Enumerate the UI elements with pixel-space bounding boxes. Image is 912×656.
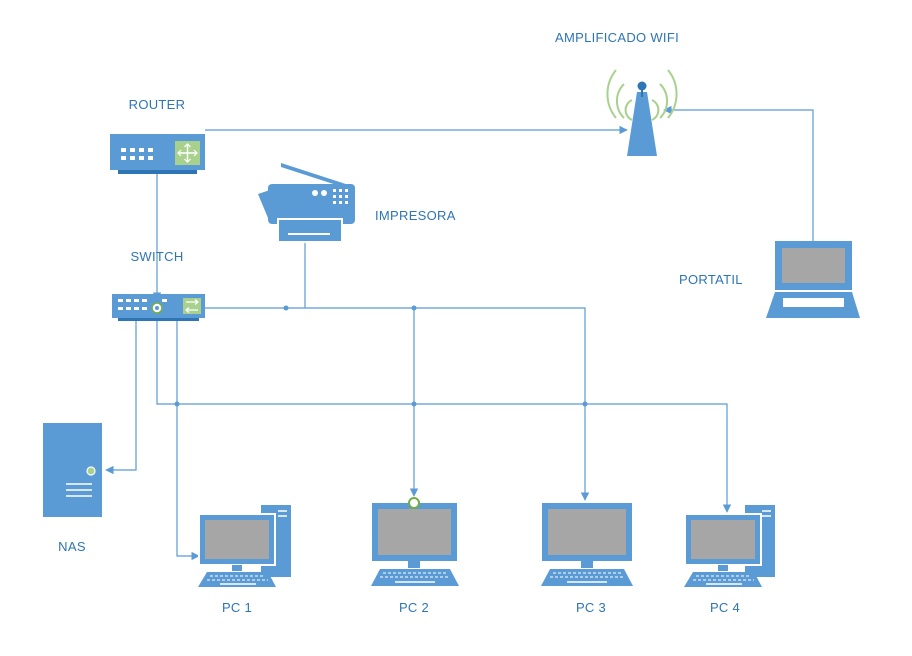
printer-icon bbox=[258, 163, 355, 243]
portatil-label: PORTATIL bbox=[679, 272, 743, 287]
connector-switch-pc1 bbox=[176, 320, 200, 561]
pc-2-icon bbox=[371, 497, 459, 586]
connectors bbox=[105, 105, 814, 561]
nas-label: NAS bbox=[58, 539, 86, 554]
connector-switch-nas bbox=[105, 320, 137, 475]
pc-1-icon bbox=[198, 505, 291, 587]
server-tower-icon bbox=[43, 423, 102, 517]
switch-icon bbox=[112, 294, 205, 321]
pc-4-label: PC 4 bbox=[709, 600, 741, 615]
junction-dots bbox=[174, 305, 588, 407]
impresora-label: IMPRESORA bbox=[375, 208, 456, 223]
pc-2-label: PC 2 bbox=[398, 600, 430, 615]
wifi-antenna-icon bbox=[606, 69, 678, 156]
switch-label: SWITCH bbox=[130, 249, 184, 264]
pc-3-icon bbox=[541, 503, 633, 586]
pc-1-label: PC 1 bbox=[221, 600, 253, 615]
connector-laptop-wifi bbox=[663, 105, 814, 241]
router-icon bbox=[110, 134, 205, 174]
router-label: ROUTER bbox=[128, 97, 186, 112]
amplificador-label: AMPLIFICADO WIFI bbox=[555, 30, 679, 45]
connector-switch-pc4 bbox=[156, 320, 732, 513]
connector-switch-pc3 bbox=[205, 307, 590, 501]
pc-4-icon bbox=[684, 505, 775, 587]
pc-3-label: PC 3 bbox=[575, 600, 607, 615]
laptop-icon bbox=[766, 241, 860, 318]
